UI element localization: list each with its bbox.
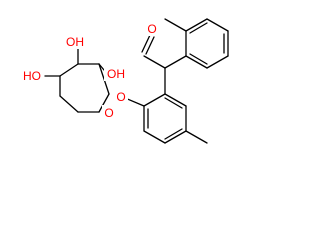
bond — [143, 55, 166, 69]
bond — [59, 95, 79, 113]
carbonyl-group — [141, 34, 187, 95]
upper-aromatic-ring — [164, 18, 229, 69]
bond — [164, 93, 187, 107]
bond — [59, 63, 79, 77]
bond-methyl — [164, 18, 187, 32]
bond — [98, 93, 110, 113]
bond-double-inner — [189, 53, 208, 65]
carbonyl-oxygen-label: O — [147, 22, 156, 36]
sugar-ring — [44, 47, 110, 113]
hydroxyl-top-left-label: OH — [66, 35, 84, 49]
bond-double-inner — [164, 128, 183, 140]
hydroxyl-top-right-background — [104, 66, 128, 81]
bond-double — [141, 34, 151, 53]
chemical-structure-figure: O O O OH OH HO — [20, 18, 229, 144]
bond — [164, 55, 187, 69]
bond-double — [145, 36, 155, 55]
bond — [143, 130, 166, 144]
ring-oxygen-label: O — [104, 106, 113, 120]
bond-to-ether-oxygen — [124, 97, 145, 107]
ring-oxygen-background — [102, 105, 116, 120]
ether-oxygen-label: O — [116, 90, 125, 104]
bond — [143, 93, 166, 107]
molecule-drawing: O O O OH OH HO — [20, 18, 229, 144]
bond — [206, 55, 229, 69]
bond — [185, 18, 208, 32]
ether-oxygen-background — [114, 89, 128, 104]
bond-methyl — [185, 130, 208, 144]
hydroxyl-left-label: HO — [23, 69, 41, 83]
carbonyl-oxygen-background — [145, 21, 159, 36]
hydroxyl-left-background — [20, 68, 44, 83]
bond — [164, 130, 187, 144]
bond — [185, 55, 208, 69]
bond — [206, 18, 229, 32]
lower-aromatic-ring — [124, 93, 208, 144]
bond-double-inner — [189, 22, 208, 34]
hydroxyl-top-right-label: OH — [107, 67, 125, 81]
bond-double-inner — [164, 97, 183, 109]
hydroxyl-top-left-background — [63, 34, 87, 49]
